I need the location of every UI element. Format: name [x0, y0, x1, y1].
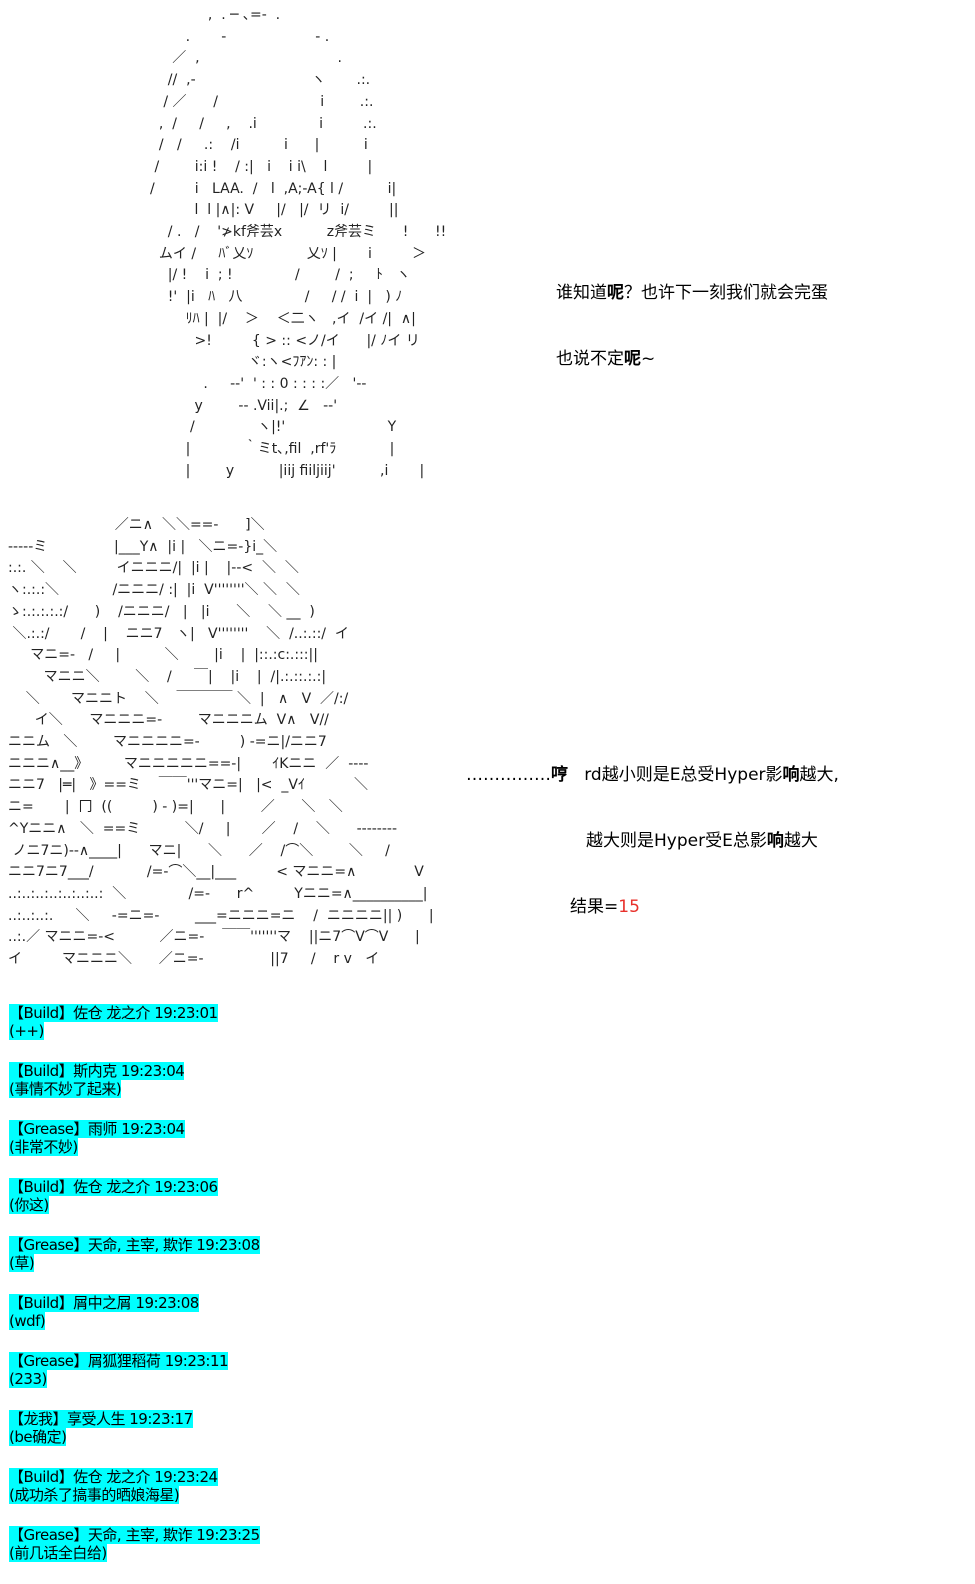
chat-entry: 【Build】佐仓 龙之介 19:23:01 (++)	[9, 1004, 609, 1062]
chat-header: 【Build】佐仓 龙之介 19:23:01	[9, 1004, 218, 1022]
chat-message: (wdf)	[9, 1312, 46, 1330]
speech-2-line-2: 越大则是Hyper受E总影响越大	[586, 831, 818, 851]
chat-header: 【Grease】天命, 主宰, 欺诈 19:23:25	[9, 1526, 260, 1544]
chat-entry: 【Grease】天命, 主宰, 欺诈 19:23:08 (草)	[9, 1236, 609, 1294]
chat-message: (前几话全白给)	[9, 1544, 107, 1562]
chat-message: (233)	[9, 1370, 47, 1388]
chat-header: 【Grease】天命, 主宰, 欺诈 19:23:08	[9, 1236, 260, 1254]
chat-entry: 【Build】斯内克 19:23:04 (事情不妙了起来)	[9, 1062, 609, 1120]
chat-entry: 【Build】屑中之屑 19:23:08 (wdf)	[9, 1294, 609, 1352]
chat-header: 【龙我】享受人生 19:23:17	[9, 1410, 193, 1428]
chat-entry: 【Grease】天命, 主宰, 欺诈 19:23:25 (前几话全白给)	[9, 1526, 609, 1584]
chat-message: (非常不妙)	[9, 1138, 78, 1156]
result-value: 15	[618, 897, 640, 917]
chat-message: (成功杀了搞事的晒娘海星)	[9, 1486, 180, 1504]
chat-entry: 【Build】佐仓 龙之介 19:23:06 (你这)	[9, 1178, 609, 1236]
chat-entry: 【Grease】屑狐狸稻荷 19:23:11 (233)	[9, 1352, 609, 1410]
chat-message: (事情不妙了起来)	[9, 1080, 122, 1098]
chat-header: 【Build】屑中之屑 19:23:08	[9, 1294, 199, 1312]
chat-header: 【Build】斯内克 19:23:04	[9, 1062, 185, 1080]
ascii-art-character-bottom: ／ニ∧ ＼＼==- ]＼ -----ミ |___Y∧ |i | ＼ニ=-}i_＼…	[8, 517, 434, 968]
chat-header: 【Build】佐仓 龙之介 19:23:06	[9, 1178, 218, 1196]
chat-header: 【Grease】屑狐狸稻荷 19:23:11	[9, 1352, 229, 1370]
speech-text-2: ……………哼 rd越小则是E总受Hyper影响越大, 越大则是Hyper受E总影…	[466, 720, 839, 940]
chat-message: (++)	[9, 1022, 44, 1040]
chat-message: (be确定)	[9, 1428, 67, 1446]
chat-entry: 【Build】佐仓 龙之介 19:23:24 (成功杀了搞事的晒娘海星)	[9, 1468, 609, 1526]
speech-1-line-2: 也说不定呢~	[556, 349, 656, 369]
chat-header: 【Build】佐仓 龙之介 19:23:24	[9, 1468, 218, 1486]
speech-2-line-1: ……………哼 rd越小则是E总受Hyper影响越大,	[466, 765, 839, 785]
speech-text-1: 谁知道呢？也许下一刻我们就会完蛋 也说不定呢~	[556, 238, 828, 392]
chat-entry: 【龙我】享受人生 19:23:17 (be确定)	[9, 1410, 609, 1468]
chat-header: 【Grease】雨师 19:23:04	[9, 1120, 185, 1138]
chat-message: (你这)	[9, 1196, 49, 1214]
ascii-art-character-top: , . ─ ､=‐ . . ‐ ‐ . ／ , . // ,‐ ヽ .:. / …	[150, 7, 447, 479]
speech-1-line-1: 谁知道呢？也许下一刻我们就会完蛋	[556, 283, 828, 303]
chat-entry: 【Grease】雨师 19:23:04 (非常不妙)	[9, 1120, 609, 1178]
chat-message: (草)	[9, 1254, 35, 1272]
speech-2-line-3: 结果=15	[570, 897, 640, 917]
chat-log: 【Build】佐仓 龙之介 19:23:01 (++) 【Build】斯内克 1…	[9, 1004, 609, 1584]
